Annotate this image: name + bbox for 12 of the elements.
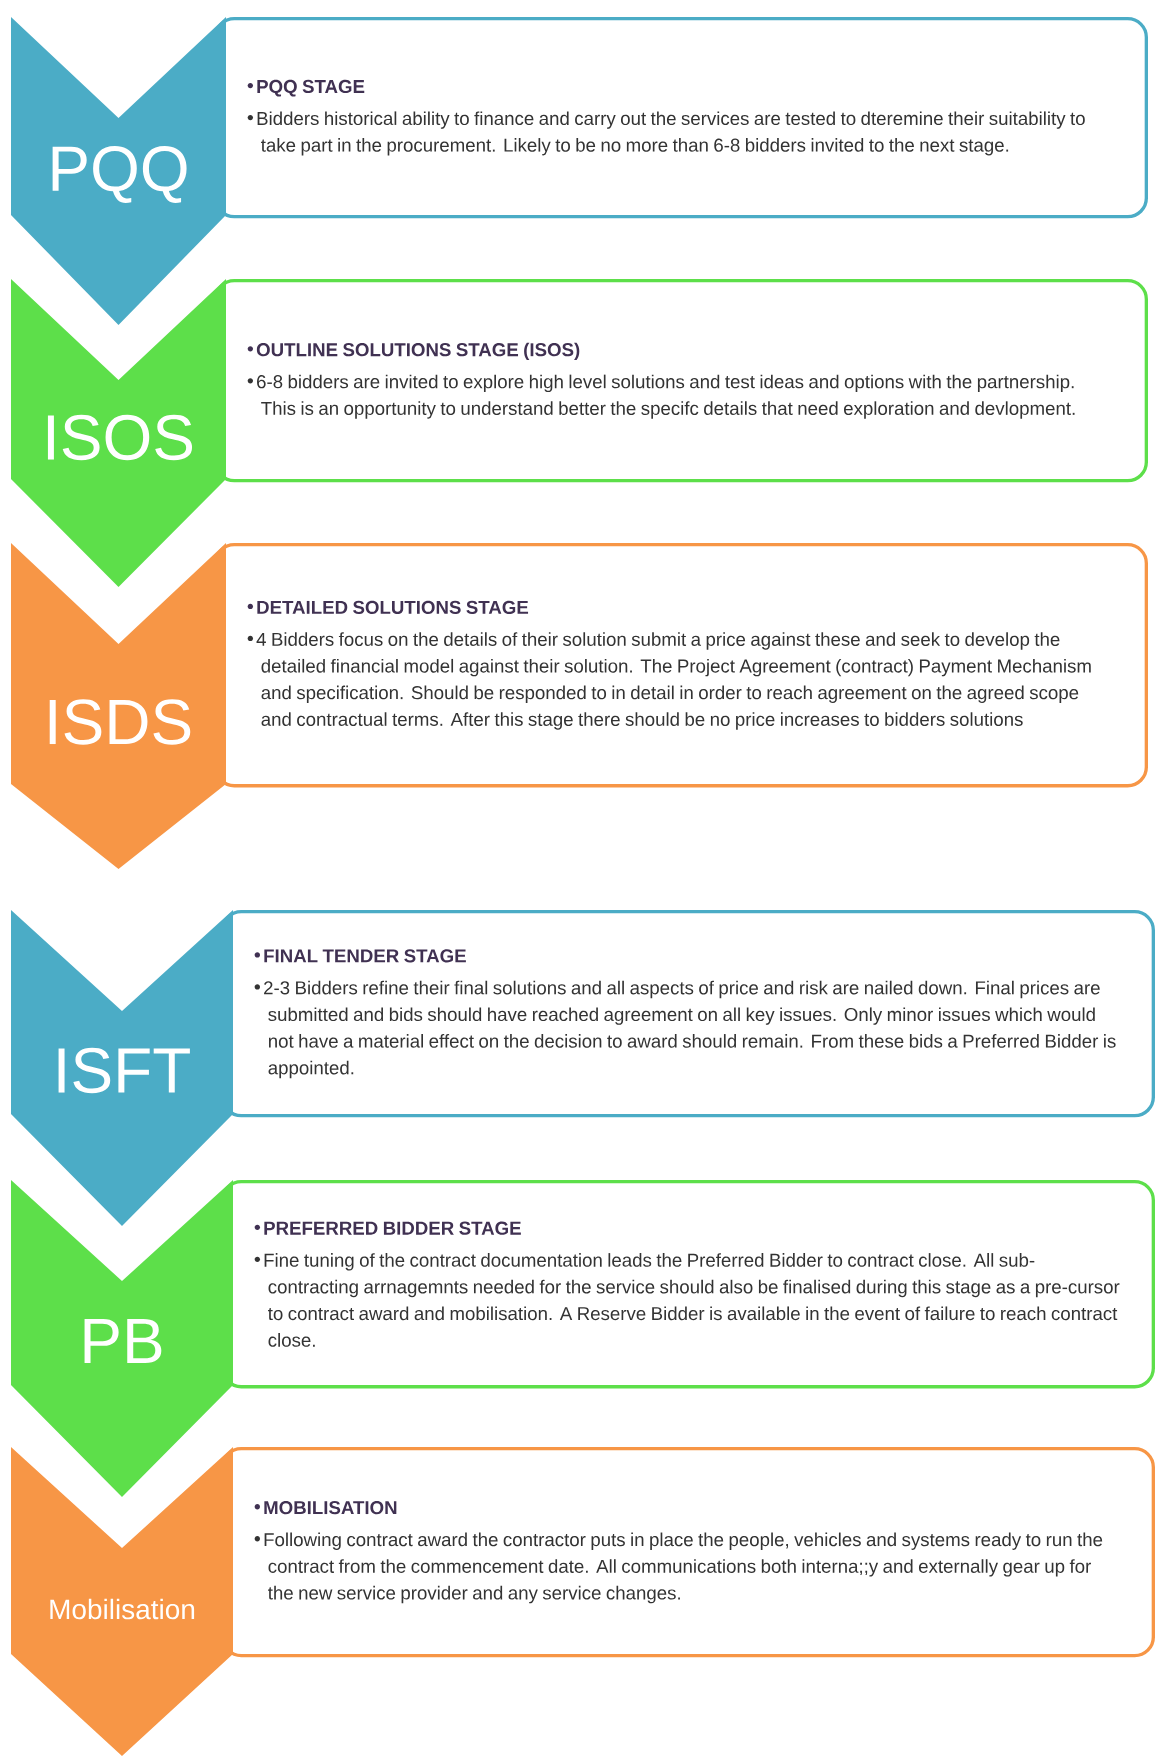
stage-box: FINAL TENDER STAGE 2-3 Bidders refine their final solutions and all aspects of price and risk are nailed down. Final prices are submitted and bids should have reached agreement on all key issues. Only minor issues which would not have a material effect on the decision to award should remain. From these bids a Preferred Bidder is appointed.	[221, 910, 1155, 1118]
stage-banner: ISOS	[11, 279, 226, 587]
stage-banner: ISFT	[11, 910, 233, 1226]
stage-banner: ISDS	[11, 543, 226, 869]
stage-box: OUTLINE SOLUTIONS STAGE (ISOS) 6-8 bidders are invited to explore high level solutions and test ideas and options with the partnership. This is an opportunity to understand better the specifc details that need exploration and devlopment.	[214, 279, 1148, 483]
stage-banner: Mobilisation	[11, 1447, 233, 1756]
stage-box: MOBILISATION Following contract award the contractor puts in place the people, vehicles and systems ready to run the contract from the commencement date. All communications both interna;;y and externally gear up for the new service provider and any service changes.	[221, 1447, 1155, 1658]
stage-box: DETAILED SOLUTIONS STAGE 4 Bidders focus on the details of their solution submit a price against these and seek to develop the detailed financial model against their solution. The Project Agreement (contract) Payment Mechanism and specification. Should be responded to in detail in order to reach agreement on the agreed scope and contractual terms. After this stage there should be no price increases to bidders solutions	[214, 543, 1148, 788]
stage-box: PQQ STAGE Bidders historical ability to finance and carry out the services are tested to dteremine their suitability to take part in the procurement. Likely to be no more than 6-8 bidders invited to the next stage.	[214, 17, 1148, 219]
stage-box: PREFERRED BIDDER STAGE Fine tuning of the contract documentation leads the Preferred Bidder to contract close. All sub-contracting arrnagemnts needed for the service should also be finalised during this stage as a pre-cursor to contract award and mobilisation. A Reserve Bidder is available in the event of failure to reach contract close.	[221, 1180, 1155, 1389]
stage-banner: PQQ	[11, 17, 226, 325]
stage-banner: PB	[11, 1180, 233, 1497]
